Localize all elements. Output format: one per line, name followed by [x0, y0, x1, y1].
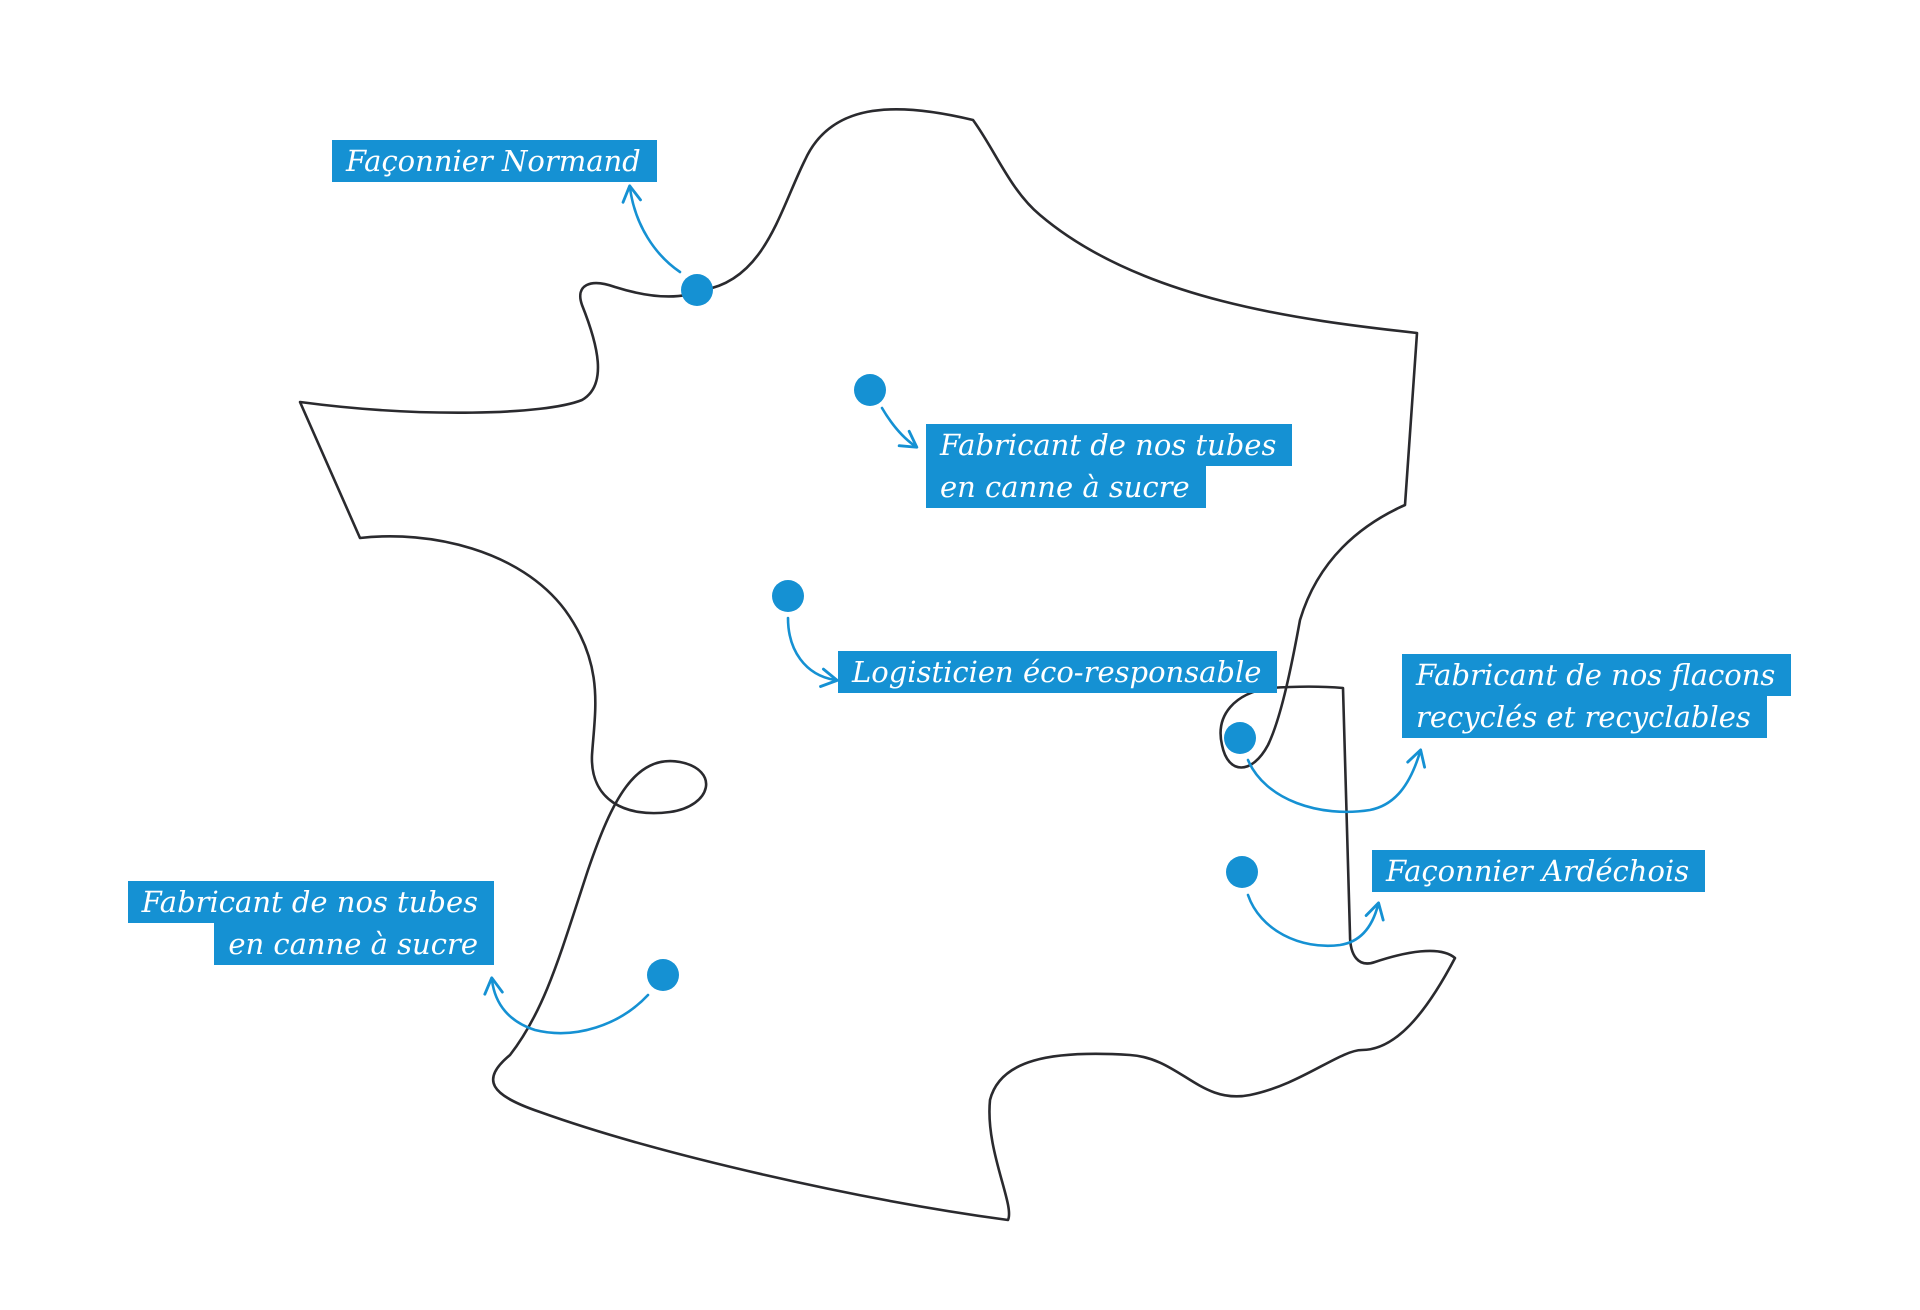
label-line: Fabricant de nos tubes [127, 881, 494, 923]
label-line: en canne à sucre [214, 923, 494, 965]
arrow-normandie [621, 184, 682, 274]
arrow-flacons [1246, 748, 1427, 814]
arrow-ardeche [1246, 893, 1385, 948]
location-dot-tubes-north [854, 374, 886, 406]
label-line: Fabricant de nos flacons [1402, 654, 1792, 696]
label-faconnier-ardechois: Façonnier Ardéchois [1372, 850, 1706, 892]
label-flacons: Fabricant de nos flacons recyclés et rec… [1402, 654, 1792, 738]
label-line: recyclés et recyclables [1402, 696, 1767, 738]
location-dot-normandie [681, 274, 713, 306]
label-line: en canne à sucre [926, 466, 1206, 508]
label-line: Façonnier Ardéchois [1372, 850, 1706, 892]
location-dot-logisticien [772, 580, 804, 612]
label-faconnier-normand: Façonnier Normand [332, 140, 657, 182]
arrow-tubes-south [483, 976, 650, 1035]
france-outline [298, 107, 1457, 1222]
label-line: Façonnier Normand [332, 140, 657, 182]
location-dot-ardeche [1226, 856, 1258, 888]
label-logisticien: Logisticien éco-responsable [838, 651, 1278, 693]
label-line: Fabricant de nos tubes [926, 424, 1293, 466]
location-dot-tubes-south [647, 959, 679, 991]
arrow-tubes-north [880, 406, 919, 449]
arrow-logisticien [786, 616, 839, 688]
label-line: Logisticien éco-responsable [838, 651, 1278, 693]
label-tubes-south: Fabricant de nos tubes en canne à sucre [127, 881, 494, 965]
location-dot-flacons [1224, 722, 1256, 754]
label-tubes-north: Fabricant de nos tubes en canne à sucre [926, 424, 1293, 508]
